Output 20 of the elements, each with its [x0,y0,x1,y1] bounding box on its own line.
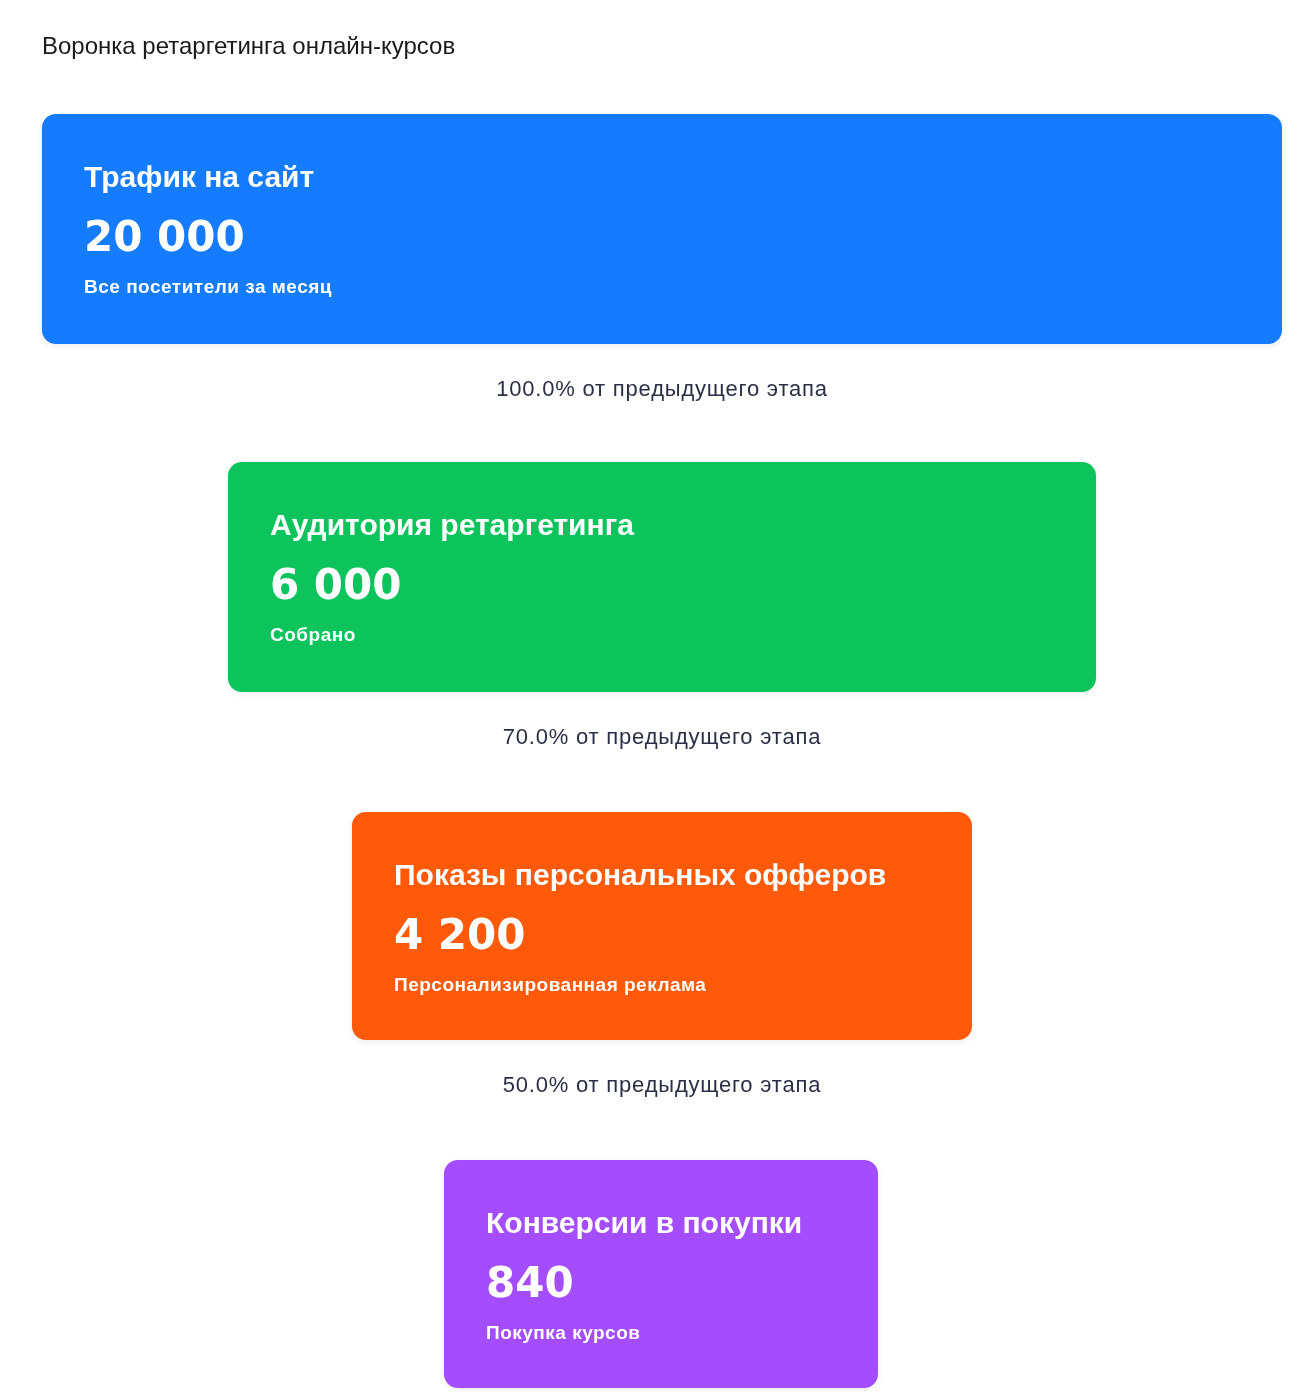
conversion-rate: 70.0% от предыдущего этапа [502,724,822,750]
stage-description: Персонализированная реклама [394,974,707,996]
stage-count: 4 200 [394,910,526,959]
funnel-stage [444,1160,878,1388]
stage-count: 840 [486,1258,574,1307]
stage-title: Показы персональных офферов [394,858,887,892]
funnel-stage [42,114,1282,344]
stage-title: Трафик на сайт [84,160,315,194]
stage-count: 6 000 [270,560,402,609]
stage-count: 20 000 [84,212,245,261]
stage-description: Покупка курсов [486,1322,641,1344]
stage-description: Все посетители за месяц [84,276,332,298]
stage-title: Конверсии в покупки [486,1206,803,1240]
stage-title: Аудитория ретаргетинга [270,508,634,542]
stage-description: Собрано [270,624,356,646]
funnel-stage [352,812,972,1040]
funnel-stage [228,462,1096,692]
diagram-title: Воронка ретаргетинга онлайн-курсов [42,32,456,60]
conversion-rate: 100.0% от предыдущего этапа [496,376,828,402]
conversion-rate: 50.0% от предыдущего этапа [502,1072,822,1098]
